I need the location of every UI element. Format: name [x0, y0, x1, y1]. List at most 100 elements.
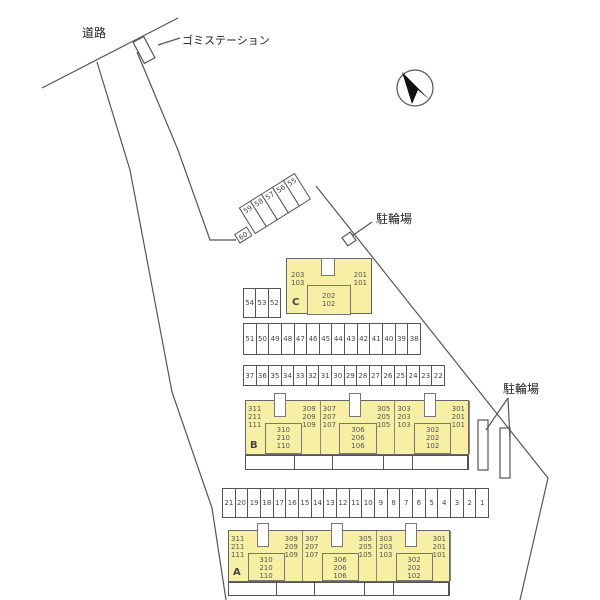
- stair: [349, 393, 362, 417]
- road-label: 道路: [82, 26, 107, 40]
- stair: [423, 393, 436, 417]
- parking-space: 47: [295, 324, 308, 354]
- parking-space: 37: [244, 366, 257, 385]
- storage-box: [277, 583, 315, 595]
- parking-space: 30: [332, 366, 345, 385]
- bicycle-parking-top: [341, 231, 357, 247]
- lane-left-edge: [96, 61, 227, 600]
- parking-space: 10: [362, 489, 376, 517]
- parking-space: 33: [294, 366, 307, 385]
- parking-space: 7: [400, 489, 414, 517]
- parking-space: 26: [382, 366, 395, 385]
- parking-space: [282, 172, 312, 207]
- parking-space: 36: [257, 366, 270, 385]
- storage-box: [384, 456, 413, 469]
- parking-space: 13: [324, 489, 338, 517]
- parking-space: 20: [236, 489, 249, 517]
- road-line: [41, 17, 179, 89]
- parking-space: 48: [282, 324, 295, 354]
- storage-box: [295, 456, 333, 469]
- parking-space-label: 57: [264, 190, 276, 202]
- parking-space: 28: [357, 366, 370, 385]
- storage-box: [365, 583, 395, 595]
- bicycle-leader-top: [351, 221, 373, 237]
- parking-space: 51: [244, 324, 257, 354]
- garbage-leader: [157, 37, 181, 46]
- parking-space: 8: [388, 489, 401, 517]
- stair: [257, 523, 270, 547]
- parking-space: 4: [438, 489, 452, 517]
- parking-space: 27: [370, 366, 383, 385]
- bicycle-parking-label-top: 駐輪場: [376, 212, 413, 226]
- bicycle-leader-1: [485, 397, 509, 431]
- parking-space: 23: [420, 366, 433, 385]
- storage-box: [413, 456, 468, 469]
- garbage-station: [132, 35, 156, 65]
- parking-space: 25: [395, 366, 408, 385]
- parking-space: 39: [396, 324, 409, 354]
- parking-space: 50: [257, 324, 270, 354]
- parking-space-label: 56: [275, 183, 287, 195]
- site-boundary: [315, 185, 549, 600]
- stair: [274, 393, 287, 417]
- bicycle-parking-label-right: 駐輪場: [503, 382, 540, 396]
- bicycle-parking-right-1: [477, 419, 489, 471]
- building-tag: B: [250, 440, 258, 451]
- building-a-storage: [228, 582, 450, 596]
- parking-space: 34: [282, 366, 295, 385]
- parking-space: 41: [370, 324, 384, 354]
- parking-space: 46: [307, 324, 320, 354]
- parking-space: 17: [274, 489, 287, 517]
- parking-space: 22: [433, 371, 443, 380]
- parking-space: 38: [409, 335, 419, 343]
- parking-space: 29: [345, 366, 358, 385]
- parking-space: 53: [256, 289, 269, 317]
- parking-space: 45: [320, 324, 333, 354]
- parking-space: 16: [286, 489, 300, 517]
- parking-space: 31: [319, 366, 332, 385]
- parking-space: 44: [332, 324, 346, 354]
- storage-box: [229, 583, 278, 595]
- parking-space: 3: [451, 489, 464, 517]
- bicycle-parking-right-2: [499, 427, 511, 479]
- parking-space-label: 55: [286, 176, 298, 188]
- parking-space: 43: [345, 324, 358, 354]
- storage-box: [246, 456, 295, 469]
- parking-space: 18: [261, 489, 274, 517]
- stair: [331, 523, 344, 547]
- north-circle: [396, 69, 434, 107]
- stair: [405, 523, 418, 547]
- parking-space-label: 59: [242, 204, 254, 216]
- parking-space: 2: [464, 489, 477, 517]
